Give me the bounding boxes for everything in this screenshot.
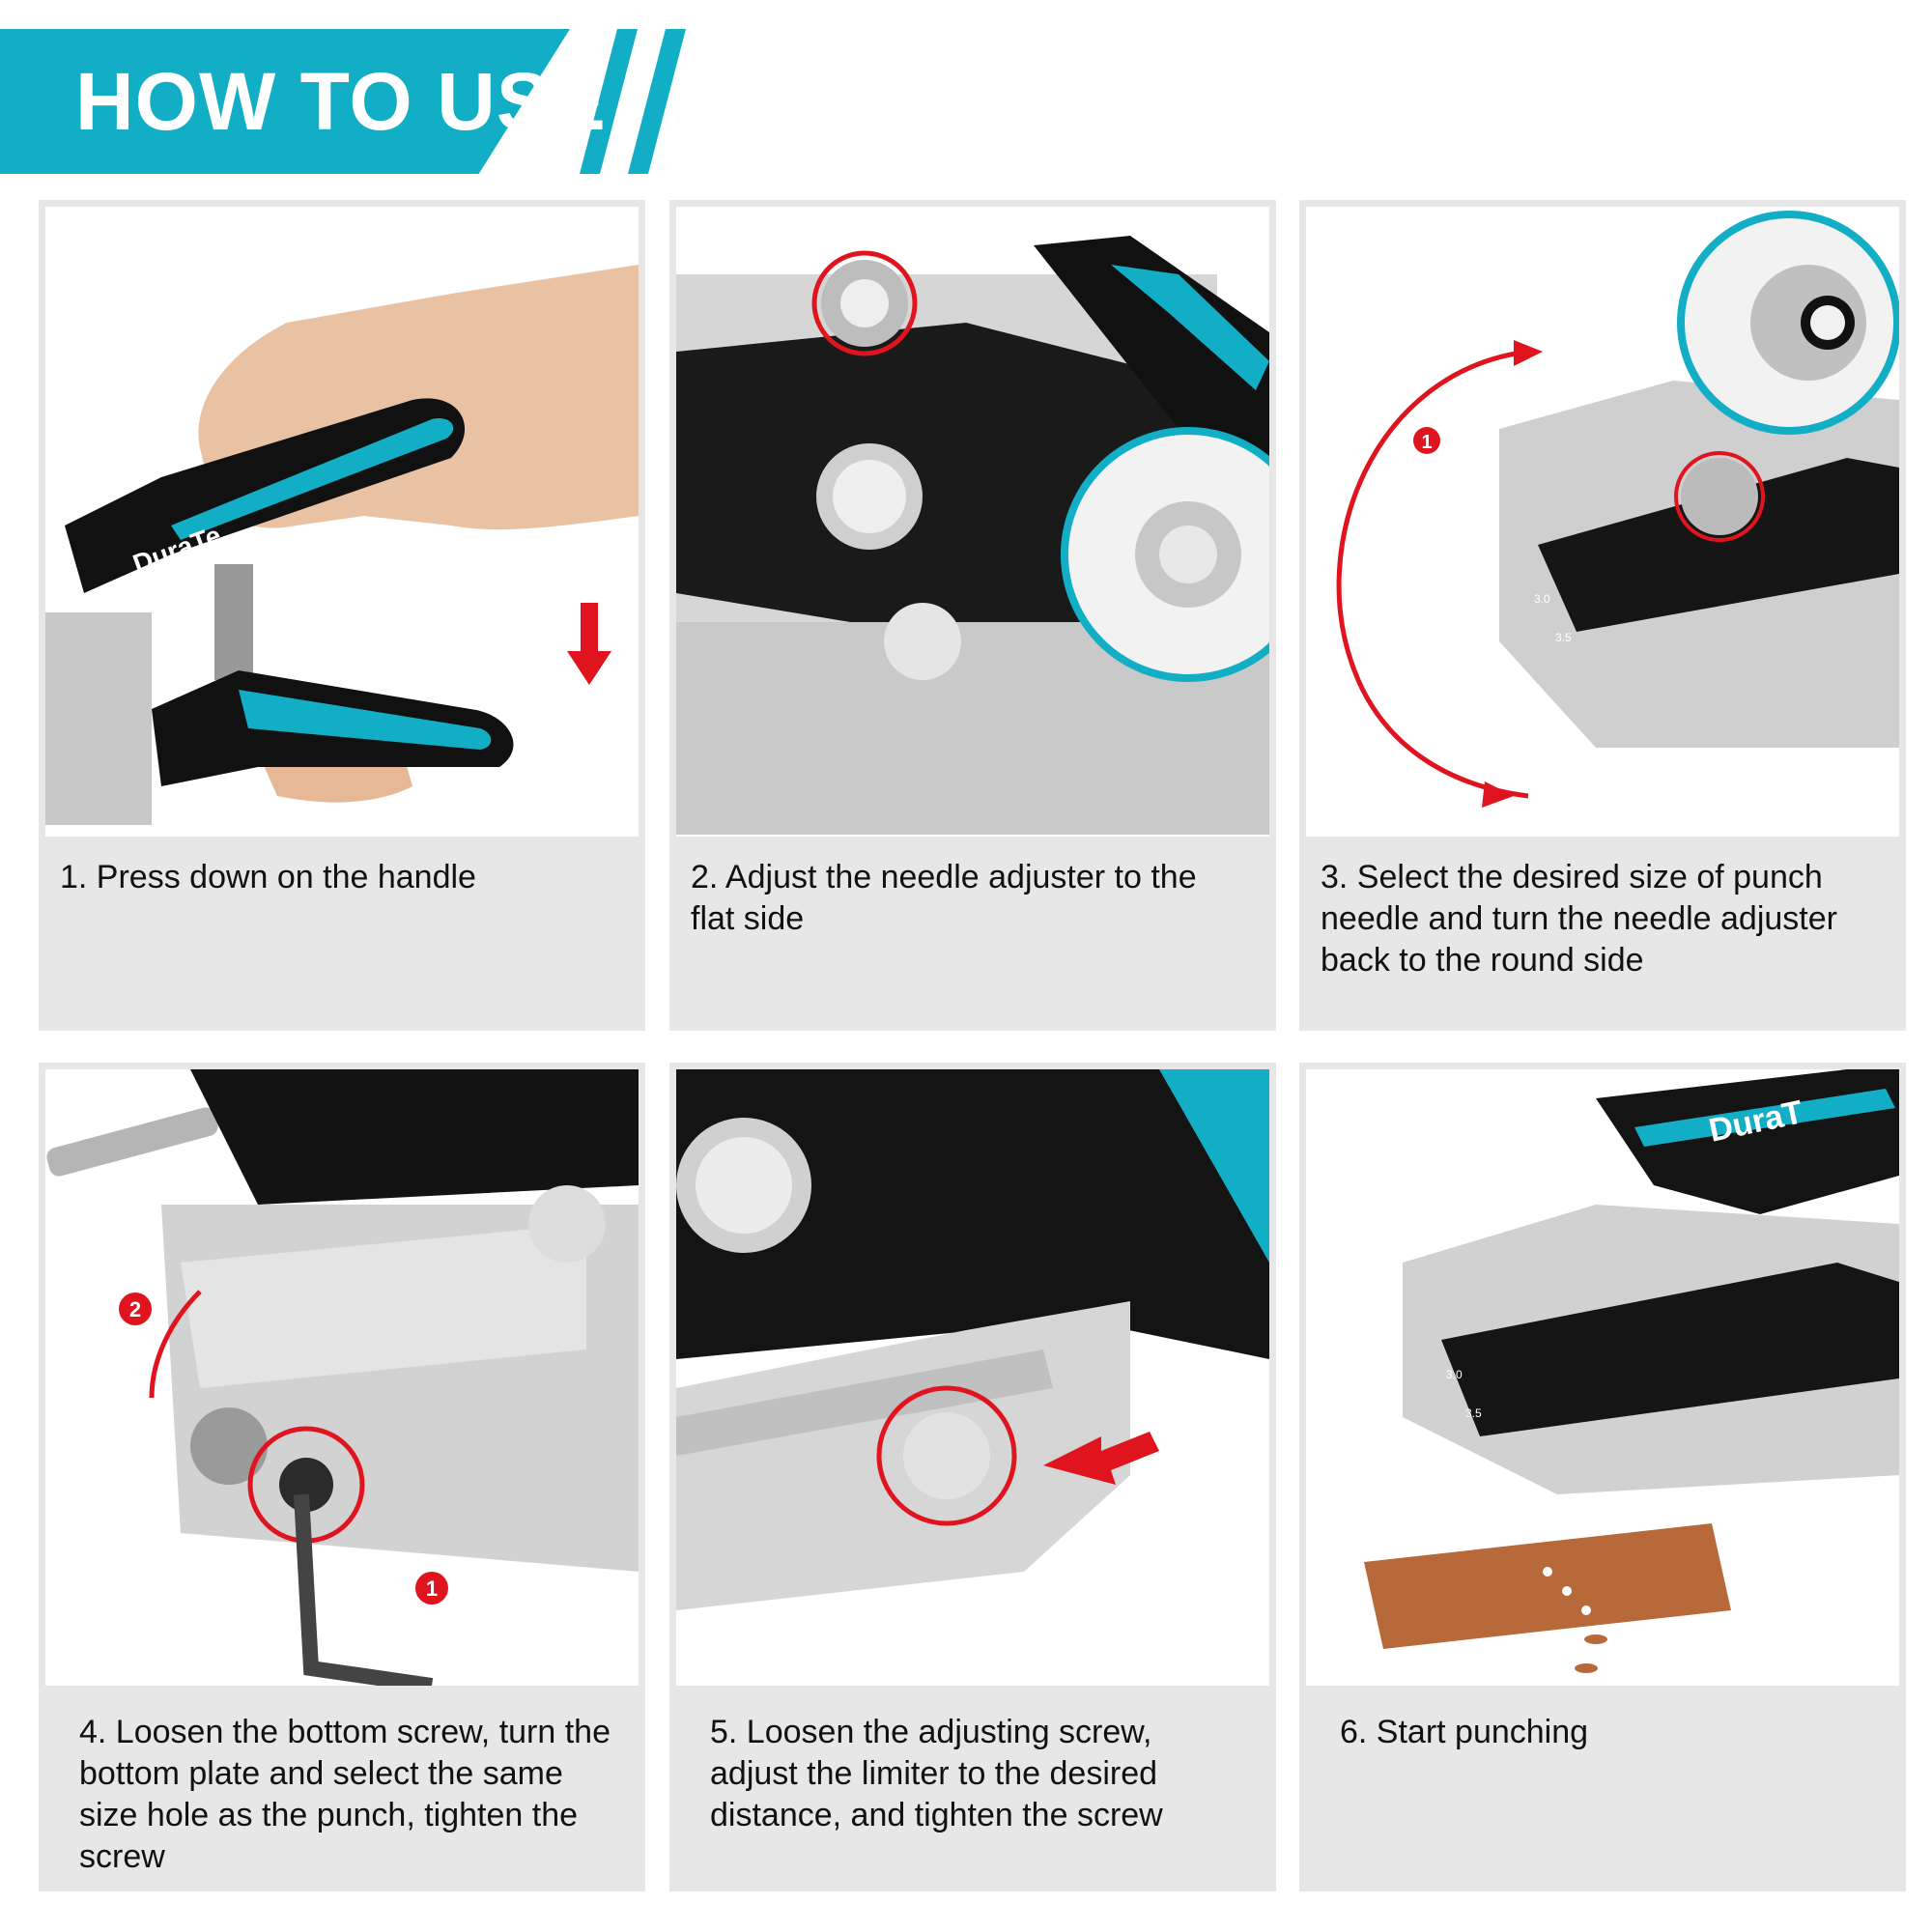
marker-1-label: 1 xyxy=(1421,432,1432,453)
step-card-3: 1 2 3.0 3.5 3. Select the desired size o… xyxy=(1299,200,1906,1031)
step-2-photo xyxy=(676,207,1269,837)
step-4-illustration: 2 1 xyxy=(46,1069,639,1686)
step-3-illustration: 1 2 3.0 3.5 xyxy=(1336,211,1899,808)
step-card-6: DuraT 3.0 3.5 6. Start punching xyxy=(1299,1063,1906,1891)
marker-1 xyxy=(415,1572,448,1605)
step-3-photo: 1 2 3.0 3.5 xyxy=(1306,207,1899,837)
step-5-caption: 5. Loosen the adjusting screw, adjust th… xyxy=(710,1714,1163,1833)
step-card-4: 2 1 4. Loosen the bottom screw, turn the… xyxy=(39,1063,645,1891)
size-label-35: 3.5 xyxy=(1555,631,1572,644)
header-stripe-2 xyxy=(628,29,686,174)
step-6-photo: DuraT 3.0 3.5 xyxy=(1306,1069,1899,1686)
marker-2-label: 2 xyxy=(129,1297,141,1321)
step-1-caption: 1. Press down on the handle xyxy=(60,859,476,895)
step-1-illustration: DuraTe xyxy=(45,265,639,825)
step-2-illustration xyxy=(676,236,1269,835)
marker-2 xyxy=(119,1293,152,1325)
step-4-photo: 2 1 xyxy=(45,1069,639,1686)
step-card-1: DuraTe 1. Press down on the handle xyxy=(39,200,645,1031)
left-arrow-icon xyxy=(1043,1432,1159,1485)
screw-icon xyxy=(528,1185,606,1263)
step-4-caption: 4. Loosen the bottom screw, turn the bot… xyxy=(79,1714,611,1875)
marker-1-label: 1 xyxy=(426,1577,438,1601)
step-card-2: 2. Adjust the needle adjuster to the fla… xyxy=(669,200,1276,1031)
step-5-illustration xyxy=(676,1069,1269,1610)
header-banner xyxy=(0,29,570,174)
size-label-30: 3.0 xyxy=(1446,1368,1463,1381)
screw-icon xyxy=(903,1412,990,1499)
size-label-35: 3.5 xyxy=(1465,1406,1482,1420)
screw-icon xyxy=(884,603,961,680)
page-title: HOW TO USE xyxy=(75,56,607,147)
step-6-caption: 6. Start punching xyxy=(1340,1714,1589,1750)
step-1-photo: DuraTe xyxy=(45,207,639,837)
step-2-caption: 2. Adjust the needle adjuster to the fla… xyxy=(691,859,1197,937)
step-card-5: 5. Loosen the adjusting screw, adjust th… xyxy=(669,1063,1276,1891)
hex-key-icon xyxy=(294,1493,434,1686)
step-6-illustration: DuraT 3.0 3.5 xyxy=(1364,1069,1899,1673)
spring-icon xyxy=(214,564,253,680)
rotate-arrow-icon xyxy=(876,1385,1017,1526)
rotate-arrow-icon xyxy=(1336,349,1529,799)
leather-sheet xyxy=(1364,1523,1731,1649)
rotate-arrow-icon xyxy=(811,250,918,356)
marker-1 xyxy=(1413,427,1440,454)
down-arrow-icon xyxy=(567,651,611,685)
step-3-caption: 3. Select the desired size of punch need… xyxy=(1321,859,1837,979)
size-label-30: 3.0 xyxy=(1534,592,1550,606)
step-5-photo xyxy=(676,1069,1269,1686)
